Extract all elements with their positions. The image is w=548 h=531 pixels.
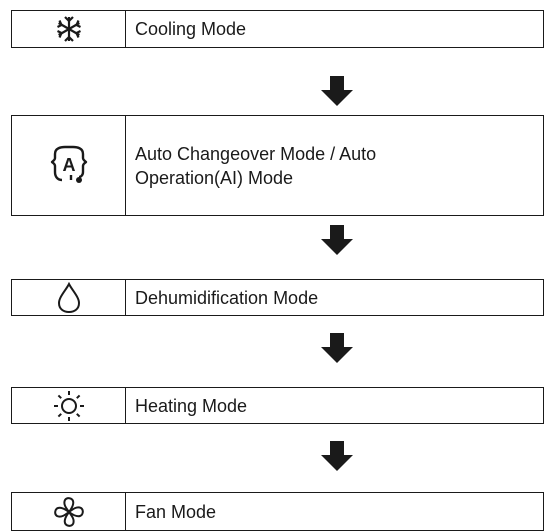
auto-mode-label-line2: Operation(AI) Mode — [135, 167, 294, 188]
mode-row-auto: A Auto Changeover Mode / Auto Operation(… — [11, 115, 544, 216]
heating-mode-label: Heating Mode — [135, 395, 248, 416]
fan-mode-label: Fan Mode — [135, 501, 217, 522]
down-arrow-icon — [321, 441, 353, 471]
mode-label: Heating Mode — [126, 388, 543, 423]
mode-label: Dehumidification Mode — [126, 280, 543, 315]
water-drop-icon — [57, 281, 80, 313]
auto-mode-label-line1: Auto Changeover Mode / Auto — [135, 143, 377, 164]
icon-cell — [12, 280, 126, 315]
mode-label: Auto Changeover Mode / Auto Operation(AI… — [126, 116, 543, 215]
cooling-mode-label: Cooling Mode — [135, 19, 247, 39]
down-arrow-icon — [321, 76, 353, 106]
snowflake-icon — [56, 16, 81, 42]
auto-mode-icon: A — [50, 145, 87, 183]
mode-label: Fan Mode — [126, 493, 543, 530]
mode-row-cooling: Cooling Mode — [11, 10, 544, 48]
icon-cell — [12, 493, 126, 530]
down-arrow-icon — [321, 225, 353, 255]
mode-row-dehumidification: Dehumidification Mode — [11, 279, 544, 316]
mode-row-heating: Heating Mode — [11, 387, 544, 424]
down-arrow-icon — [321, 333, 353, 363]
mode-row-fan: Fan Mode — [11, 492, 544, 531]
icon-cell: A — [12, 116, 126, 215]
icon-cell — [12, 388, 126, 423]
mode-label: Cooling Mode — [126, 11, 543, 47]
sun-icon — [53, 390, 84, 421]
fan-icon — [53, 496, 84, 527]
svg-text:A: A — [62, 155, 75, 175]
dehumidification-mode-label: Dehumidification Mode — [135, 287, 319, 308]
icon-cell — [12, 11, 126, 47]
